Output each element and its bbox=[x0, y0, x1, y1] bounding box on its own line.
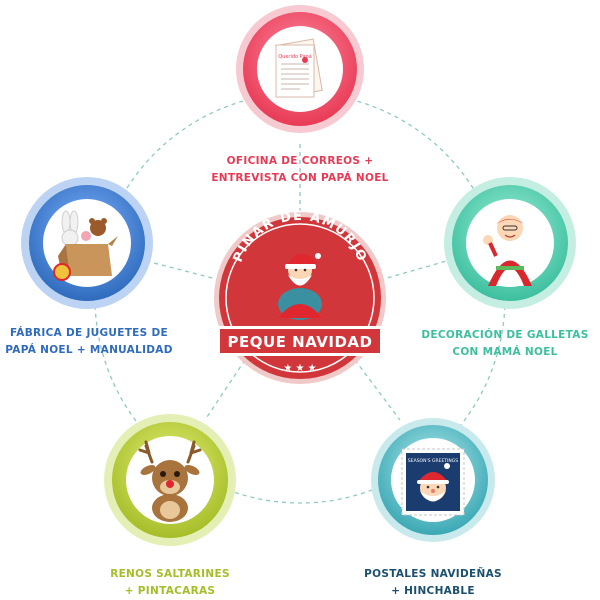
activity-label-post-office: OFICINA DE CORREOS + ENTREVISTA CON PAPÁ… bbox=[200, 153, 400, 187]
santa-letters-icon: Querido Papá bbox=[275, 38, 323, 98]
svg-text:Querido Papá: Querido Papá bbox=[278, 53, 312, 60]
label-line-1: FÁBRICA DE JUGUETES DE bbox=[10, 327, 168, 339]
activity-label-cookies: DECORACIÓN DE GALLETAS CON MAMÁ NOEL bbox=[410, 327, 600, 361]
label-line-1: OFICINA DE CORREOS + bbox=[226, 155, 374, 167]
connector-spokes bbox=[149, 140, 451, 421]
toy-box-icon bbox=[53, 210, 118, 281]
christmas-stamp-icon: SEASON'S GREETINGS bbox=[401, 448, 465, 516]
activity-label-toy-factory: FÁBRICA DE JUGUETES DE PAPÁ NOEL + MANUA… bbox=[0, 325, 178, 359]
label-line-1: RENOS SALTARINES bbox=[110, 568, 230, 580]
label-line-2: ENTREVISTA CON PAPÁ NOEL bbox=[211, 172, 389, 184]
mrs-claus-icon bbox=[483, 212, 532, 286]
label-line-2: PAPÁ NOEL + MANUALIDAD bbox=[5, 344, 173, 356]
center-banner-text: PEQUE NAVIDAD bbox=[228, 333, 373, 351]
stamp-text: SEASON'S GREETINGS bbox=[408, 458, 458, 464]
label-line-2: + PINTACARAS bbox=[124, 585, 216, 597]
label-line-2: + HINCHABLE bbox=[391, 585, 475, 597]
reindeer-icon bbox=[138, 440, 202, 522]
activity-cookies-badge[interactable] bbox=[444, 177, 576, 309]
activity-reindeer-badge[interactable] bbox=[104, 414, 236, 546]
activity-post-office-badge[interactable]: Querido Papá bbox=[236, 5, 364, 133]
label-line-1: POSTALES NAVIDEÑAS bbox=[364, 568, 502, 580]
center-stars: ★ ★ ★ bbox=[283, 363, 316, 374]
activity-label-reindeer: RENOS SALTARINES + PINTACARAS bbox=[90, 566, 250, 600]
activity-label-postcards: POSTALES NAVIDEÑAS + HINCHABLE bbox=[345, 566, 521, 600]
center-badge: PINAR DE AMURJO PEQUE NAVIDAD ★ ★ ★ bbox=[214, 209, 386, 384]
santa-icon bbox=[278, 253, 322, 320]
label-line-1: DECORACIÓN DE GALLETAS bbox=[421, 329, 589, 341]
label-line-2: CON MAMÁ NOEL bbox=[452, 346, 558, 358]
activity-postcards-badge[interactable]: SEASON'S GREETINGS bbox=[371, 418, 495, 542]
activity-toy-factory-badge[interactable] bbox=[21, 177, 153, 309]
